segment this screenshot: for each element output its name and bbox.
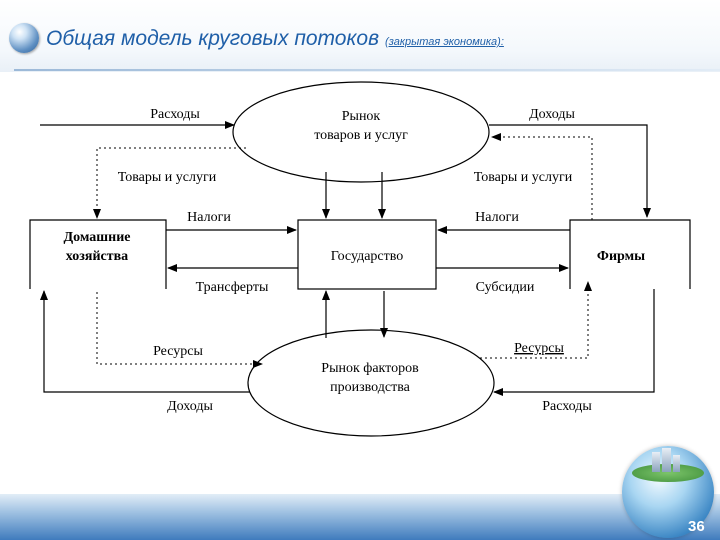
goods-from-firms-label: Товары и услуги <box>474 170 573 185</box>
slide-footer <box>0 494 720 540</box>
government-label: Государство <box>331 249 404 264</box>
households-node <box>29 219 167 289</box>
factor-market-label-1: Рынок факторов <box>321 361 419 376</box>
globe-building <box>662 448 671 472</box>
subsidies-label: Субсидии <box>476 280 535 295</box>
hh-income-arrow <box>40 290 250 393</box>
firms-node <box>569 219 691 289</box>
firm-costs-label: Расходы <box>542 399 592 414</box>
households-label-1: Домашние <box>64 230 131 245</box>
goods-to-hh-label: Товары и услуги <box>118 170 217 185</box>
hh-taxes-label: Налоги <box>187 210 231 225</box>
firm-costs-arrow <box>493 289 655 396</box>
goods-market-label-2: товаров и услуг <box>314 128 408 143</box>
goods-market-label-1: Рынок <box>342 109 381 124</box>
globe-icon <box>622 446 714 538</box>
globe-building <box>652 452 660 472</box>
hh-resources-label: Ресурсы <box>153 344 203 359</box>
globe-building <box>673 455 680 472</box>
slide-title-row: Общая модель круговых потоков (закрытая э… <box>46 27 504 51</box>
firms-label: Фирмы <box>597 249 645 264</box>
hh-income-label: Доходы <box>167 399 213 414</box>
goods-market-node <box>232 81 490 183</box>
page-number: 36 <box>688 518 705 535</box>
header-divider <box>14 69 720 71</box>
transfers-label: Трансферты <box>196 280 269 295</box>
sphere-bullet-icon <box>9 23 39 53</box>
households-label-2: хозяйства <box>66 249 128 264</box>
hh-resources-arrow <box>96 292 263 368</box>
factor-market-label-2: производства <box>330 380 411 395</box>
firm-revenue-arrow <box>489 124 651 218</box>
factor-market-node <box>247 329 495 437</box>
government-node <box>297 219 437 290</box>
hh-spending-label: Расходы <box>150 107 200 122</box>
firm-revenue-label: Доходы <box>529 107 575 122</box>
goods-to-hh-arrow <box>93 147 246 219</box>
firm-resources-arrow <box>480 281 592 359</box>
firm-taxes-label: Налоги <box>475 210 519 225</box>
globe-land <box>632 464 704 482</box>
slide-title: Общая модель круговых потоков <box>46 27 380 50</box>
firm-resources-label: Ресурсы <box>514 341 564 356</box>
slide-subtitle: (закрытая экономика): <box>385 36 504 48</box>
slide-header: Общая модель круговых потоков (закрытая э… <box>0 0 720 72</box>
